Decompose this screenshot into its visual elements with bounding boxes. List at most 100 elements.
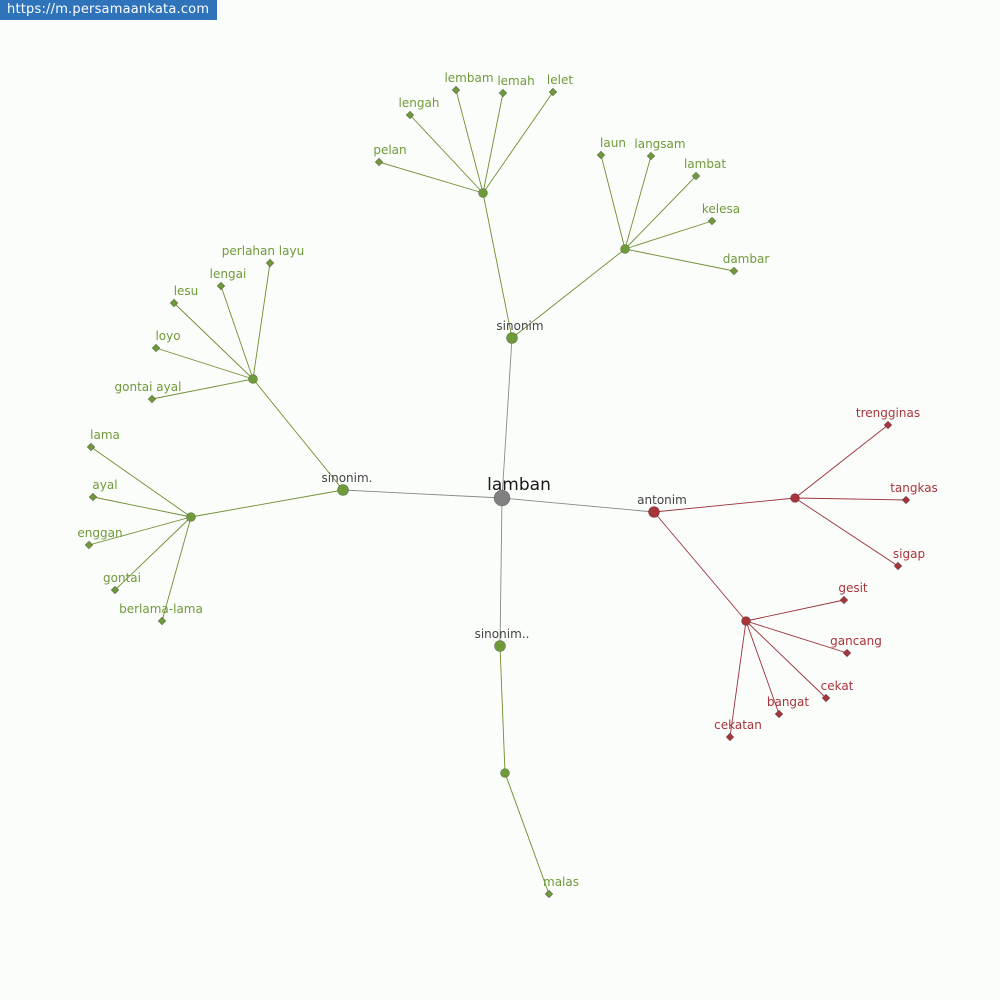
word-node-gesit[interactable] (839, 595, 849, 605)
word-label-gesit[interactable]: gesit (838, 581, 868, 595)
category-node-cat-bottom[interactable] (494, 640, 506, 652)
word-node-bangat[interactable] (774, 709, 784, 719)
word-label-cekatan[interactable]: cekatan (714, 718, 762, 732)
word-label-berlama-lama[interactable]: berlama-lama (119, 602, 203, 616)
edge-ayal (92, 496, 192, 518)
word-node-perlahan-layu[interactable] (265, 258, 275, 268)
word-label-langsam[interactable]: langsam (634, 137, 685, 151)
edge-gancang (745, 620, 848, 654)
word-label-lelet[interactable]: lelet (547, 73, 573, 87)
category-label-cat-right[interactable]: antonim (637, 493, 687, 507)
word-node-trengginas[interactable] (883, 420, 893, 430)
word-node-dambar[interactable] (729, 266, 739, 276)
word-label-lama[interactable]: lama (90, 428, 120, 442)
edge-lengah (409, 114, 484, 194)
edge-cat-top-g-top-b (511, 248, 626, 339)
word-label-dambar[interactable]: dambar (723, 252, 770, 266)
edge-lelet (482, 91, 554, 194)
category-node-cat-top[interactable] (506, 332, 518, 344)
word-label-lesu[interactable]: lesu (174, 284, 199, 298)
edge-lengai (220, 285, 254, 380)
word-label-ayal[interactable]: ayal (92, 478, 117, 492)
edge-lemah (482, 92, 504, 194)
word-node-loyo[interactable] (151, 343, 161, 353)
source-url-link[interactable]: https://m.persamaankata.com (0, 0, 218, 20)
word-node-lengah[interactable] (405, 110, 415, 120)
word-node-lelet[interactable] (548, 87, 558, 97)
edge-laun (600, 154, 626, 250)
category-label-cat-left[interactable]: sinonim. (322, 471, 373, 485)
word-node-kelesa[interactable] (707, 216, 717, 226)
edge-cekatan (729, 620, 747, 738)
word-label-cekat[interactable]: cekat (821, 679, 854, 693)
word-node-lengai[interactable] (216, 281, 226, 291)
group-node-g-top-b[interactable] (620, 244, 630, 254)
category-label-cat-bottom[interactable]: sinonim.. (475, 627, 530, 641)
word-label-gancang[interactable]: gancang (830, 634, 882, 648)
word-node-lesu[interactable] (169, 298, 179, 308)
word-node-cekatan[interactable] (725, 732, 735, 742)
edge-lesu (173, 302, 254, 380)
edge-cekat (745, 620, 827, 699)
edge-langsam (624, 155, 652, 250)
edge-sigap (794, 497, 899, 567)
word-label-lembam[interactable]: lembam (444, 71, 493, 85)
category-node-cat-left[interactable] (337, 484, 349, 496)
word-node-sigap[interactable] (893, 561, 903, 571)
edge-lembam (455, 89, 484, 194)
group-node-g-left-a[interactable] (248, 374, 258, 384)
word-node-lambat[interactable] (691, 171, 701, 181)
word-label-tangkas[interactable]: tangkas (890, 481, 938, 495)
edge-pelan (378, 161, 484, 194)
word-label-loyo[interactable]: loyo (155, 329, 180, 343)
group-node-g-left-b[interactable] (186, 512, 196, 522)
word-node-ayal[interactable] (88, 492, 98, 502)
word-node-langsam[interactable] (646, 151, 656, 161)
word-node-tangkas[interactable] (901, 495, 911, 505)
root-node[interactable] (493, 489, 511, 507)
word-node-enggan[interactable] (84, 540, 94, 550)
word-node-berlama-lama[interactable] (157, 616, 167, 626)
word-label-kelesa[interactable]: kelesa (702, 202, 740, 216)
category-node-cat-right[interactable] (648, 506, 660, 518)
group-node-g-top-a[interactable] (478, 188, 488, 198)
word-node-malas[interactable] (544, 889, 554, 899)
word-label-enggan[interactable]: enggan (77, 526, 122, 540)
word-node-gontai-ayal[interactable] (147, 394, 157, 404)
graph-labels: lamban sinonim sinonim. sinonim.. antonim pel… (77, 71, 937, 889)
word-label-perlahan-layu[interactable]: perlahan layu (222, 244, 304, 258)
word-node-gontai[interactable] (110, 585, 120, 595)
group-node-g-right-b[interactable] (741, 616, 751, 626)
root-label[interactable]: lamban (487, 475, 551, 495)
word-label-laun[interactable]: laun (600, 136, 626, 150)
word-label-pelan[interactable]: pelan (373, 143, 406, 157)
word-node-lembam[interactable] (451, 85, 461, 95)
edge-bangat (745, 620, 780, 715)
word-label-lengai[interactable]: lengai (210, 267, 247, 281)
edge-cat-left-g-left-a (252, 378, 344, 491)
word-node-laun[interactable] (596, 150, 606, 160)
word-label-bangat[interactable]: bangat (767, 695, 810, 709)
word-node-cekat[interactable] (821, 693, 831, 703)
word-label-lemah[interactable]: lemah (497, 74, 534, 88)
category-label-cat-top[interactable]: sinonim (496, 319, 543, 333)
word-label-trengginas[interactable]: trengginas (856, 406, 920, 420)
word-node-lama[interactable] (86, 442, 96, 452)
edge-gontai (114, 516, 192, 591)
edge-root-cat-right (501, 497, 655, 513)
word-label-malas[interactable]: malas (543, 875, 579, 889)
edge-root-cat-top (501, 337, 513, 499)
word-label-sigap[interactable]: sigap (893, 547, 925, 561)
word-node-pelan[interactable] (374, 157, 384, 167)
word-node-gancang[interactable] (842, 648, 852, 658)
group-node-g-right-a[interactable] (790, 493, 800, 503)
edge-cat-top-g-top-a (482, 192, 513, 339)
word-label-lengah[interactable]: lengah (399, 96, 440, 110)
word-label-gontai[interactable]: gontai (103, 571, 141, 585)
word-label-lambat[interactable]: lambat (684, 157, 726, 171)
word-label-gontai-ayal[interactable]: gontai ayal (115, 380, 182, 394)
edge-cat-left-g-left-b (190, 489, 344, 518)
group-node-g-bottom[interactable] (500, 768, 510, 778)
word-node-lemah[interactable] (498, 88, 508, 98)
edge-lambat (624, 175, 697, 250)
